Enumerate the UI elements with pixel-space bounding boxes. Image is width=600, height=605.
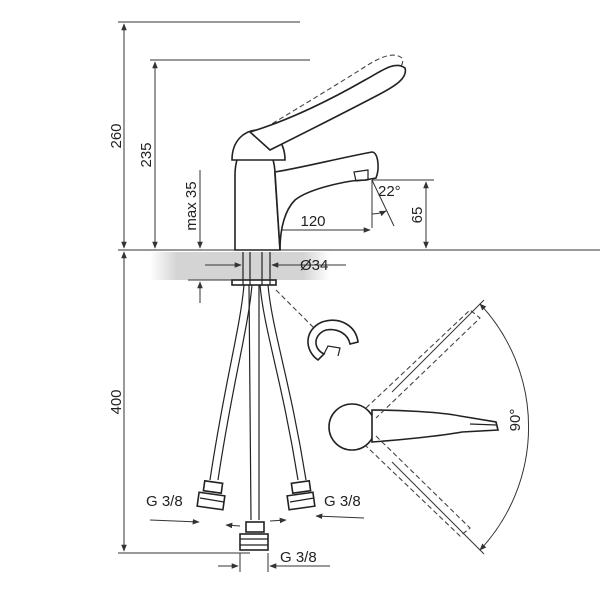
- dim-label-22: 22°: [378, 183, 401, 200]
- dim-label-235: 235: [138, 142, 155, 167]
- fitting-left: [196, 479, 226, 511]
- dim-label-260: 260: [108, 123, 125, 148]
- hose-right: [259, 284, 307, 481]
- dim-arc-22: [371, 210, 387, 217]
- lever-handle: [248, 64, 407, 151]
- top-view-lever-up: [365, 309, 481, 419]
- top-view-body: [328, 403, 376, 451]
- dim-label-400: 400: [108, 389, 125, 414]
- clip-leader-line: [275, 289, 319, 333]
- thread-label-center: G 3/8: [280, 549, 317, 566]
- rotation-arc-90: [479, 303, 529, 551]
- spout: [274, 151, 379, 251]
- dim-label-65: 65: [409, 207, 426, 224]
- retaining-clip: [307, 319, 359, 362]
- mounting-washer: [231, 279, 277, 286]
- dim-label-120: 120: [300, 213, 325, 230]
- fitting-center: [239, 521, 269, 551]
- dim-label-d34: Ø34: [300, 257, 328, 274]
- top-view-lever-down: [365, 435, 471, 537]
- hose-left: [209, 284, 253, 481]
- top-view-lever: [371, 409, 500, 443]
- thread-label-right: G 3/8: [324, 493, 361, 510]
- fitting-right: [286, 479, 316, 511]
- hose-center: [248, 284, 260, 521]
- rotation-label-90: 90°: [507, 409, 524, 432]
- thread-label-left: G 3/8: [146, 493, 183, 510]
- dim-label-max35: max 35: [183, 181, 200, 230]
- aerator: [353, 169, 369, 182]
